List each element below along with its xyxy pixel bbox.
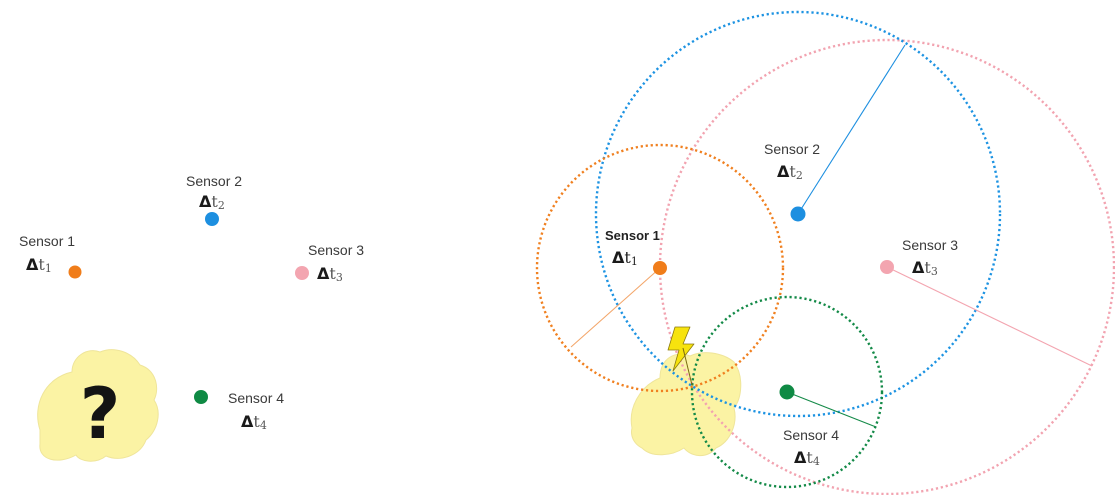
sensor-1-radius-line (570, 267, 661, 348)
sensor-label: Sensor 4 (783, 427, 839, 443)
sensor-label: Sensor 1 (19, 233, 75, 249)
sensor-1-range-circle (535, 143, 785, 393)
lightning-bolt-icon (667, 326, 695, 372)
lightning-strike-line (682, 347, 693, 386)
left-sensor-3: Sensor 3 Δt3 (295, 242, 364, 284)
delta-t-label: Δt2 (777, 162, 803, 182)
delta-t-label: Δt3 (912, 258, 938, 278)
sensor-dot (779, 384, 795, 400)
sensor-label: Sensor 1 (605, 228, 660, 243)
sensor-dot (790, 206, 806, 222)
sensor-3-radius-line (886, 266, 1093, 367)
source-region-blob (630, 352, 742, 456)
question-mark: ? (80, 373, 121, 455)
left-panel: ? Sensor 1 Δt1 Sensor 2 Δt2 Sensor 3 Δt3 (19, 173, 364, 462)
sensor-label: Sensor 2 (764, 141, 820, 157)
left-sensor-1: Sensor 1 Δt1 (19, 233, 82, 279)
sensor-label: Sensor 4 (228, 390, 284, 406)
sensor-label: Sensor 3 (902, 237, 958, 253)
sensor-label: Sensor 3 (308, 242, 364, 258)
delta-t-label: Δt4 (241, 412, 267, 432)
delta-t-label: Δt1 (612, 248, 638, 268)
delta-t-label: Δt3 (317, 264, 343, 284)
sensor-dot (205, 212, 219, 226)
left-sensor-2: Sensor 2 Δt2 (186, 173, 242, 226)
right-sensor-4: Sensor 4 Δt4 (779, 384, 839, 468)
sensor-4-radius-line (786, 391, 877, 428)
right-sensor-1: Sensor 1 Δt1 (605, 228, 667, 275)
sensor-3-range-circle (658, 38, 1115, 495)
delta-t-label: Δt1 (26, 255, 52, 275)
sensor-dot (653, 261, 667, 275)
sensor-label: Sensor 2 (186, 173, 242, 189)
sensor-dot (880, 260, 894, 274)
sensor-dot (194, 390, 208, 404)
unknown-source-blob (37, 349, 159, 462)
sensor-4-range-circle (690, 295, 884, 489)
right-panel: Sensor 1 Δt1 Sensor 2 Δt2 Sensor 3 Δt3 S (535, 10, 1115, 495)
right-sensor-2: Sensor 2 Δt2 (764, 141, 820, 222)
left-sensor-4: Sensor 4 Δt4 (194, 390, 284, 432)
sensor-dot (68, 265, 82, 279)
delta-t-label: Δt4 (794, 448, 820, 468)
sensor-dot (295, 266, 309, 280)
sensor-2-radius-line (797, 44, 906, 215)
right-sensor-3: Sensor 3 Δt3 (880, 237, 958, 278)
delta-t-label: Δt2 (199, 192, 225, 212)
sensor-2-range-circle (594, 10, 1002, 418)
